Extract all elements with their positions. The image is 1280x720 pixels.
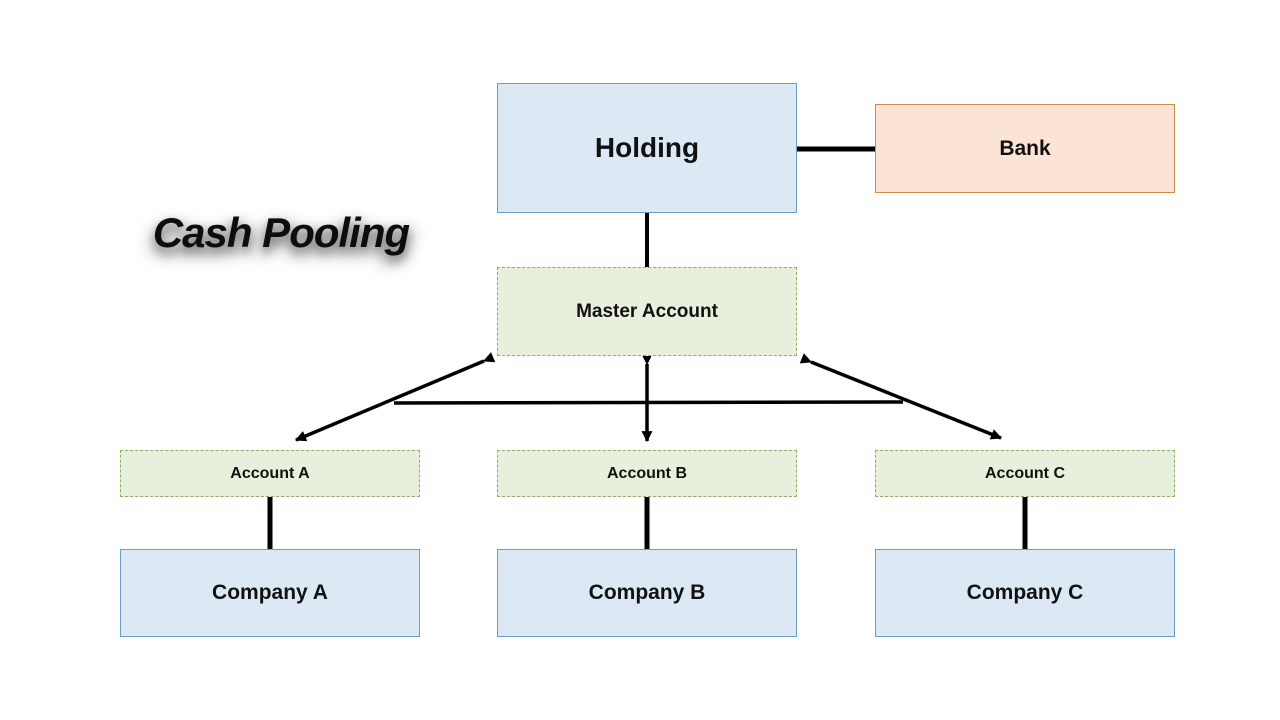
account-b-label: Account B [607,464,687,482]
company-c-node: Company C [875,549,1175,637]
edge-master-account-a [294,352,496,442]
account-b-node: Account B [497,450,797,497]
account-c-label: Account C [985,464,1065,482]
master-account-label: Master Account [576,300,718,322]
bank-node: Bank [875,104,1175,193]
company-b-label: Company B [588,581,706,604]
account-a-node: Account A [120,450,420,497]
account-a-label: Account A [230,464,310,482]
bank-label: Bank [999,136,1051,160]
company-a-label: Company A [212,581,328,604]
account-c-node: Account C [875,450,1175,497]
master-account-node: Master Account [497,267,797,356]
holding-label: Holding [594,132,700,163]
edge-account-a-account-c [393,400,904,405]
holding-node: Holding [497,83,797,213]
company-b-node: Company B [497,549,797,637]
company-a-node: Company A [120,549,420,637]
edge-master-account-c [799,353,1003,440]
company-c-label: Company C [966,581,1084,604]
diagram-title: Cash Pooling [152,209,410,256]
